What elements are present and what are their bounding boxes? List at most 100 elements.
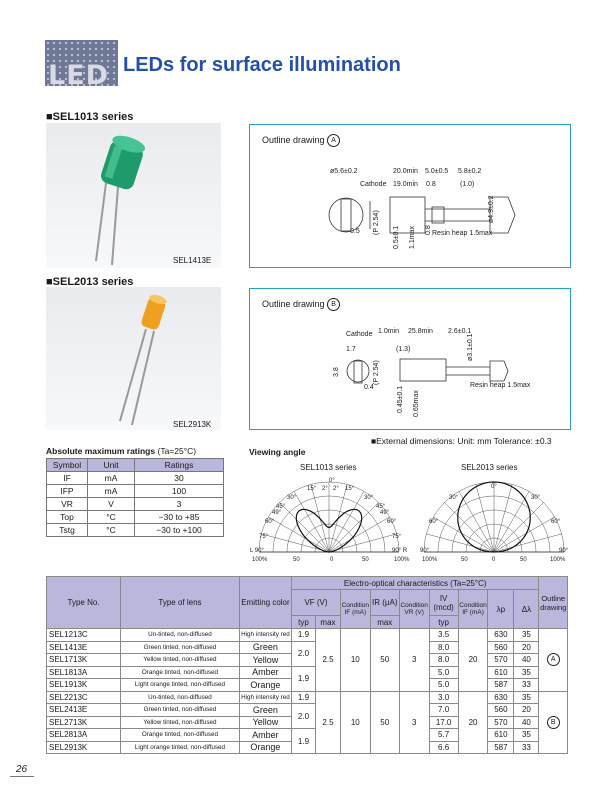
cell-dl: 40 [513,653,540,667]
cell-lens: Green tinted, non-diffused [120,640,240,654]
cell-type: SEL1813A [45,665,122,679]
vr-2: 30° [531,495,541,501]
ratings-title: Absolute maximum ratings [46,446,156,456]
dim-b-10: 0.45±0.1 [397,386,404,413]
vl-12: 60° [387,519,397,525]
polar-left-spoke [279,502,330,553]
cell-lens: Light orange tinted, non-diffused [120,678,240,692]
vl-6: 30° [364,495,374,501]
polar-left-spoke [293,491,330,553]
section-title-sel1013: ■SEL1013 series [46,111,134,123]
drawing-b-svg: Cathode 1.0min 25.8min 2.6±0.1 1.7 (1.3)… [333,328,531,417]
polar-right-spoke [433,516,495,553]
photo-caption-2: SEL2913K [173,420,212,429]
vl-7: 45° [276,504,286,510]
cell-color: Green [238,640,293,654]
cell-color: Yellow [238,715,293,729]
cell-iv: 5.0 [428,678,459,692]
vr-3: 60° [429,519,439,525]
col-iv-typ: typ [428,615,459,629]
cell-vf-max: 2.5 [314,628,341,692]
viewing-angle-plots: 0° 15° 2° 2° 15° 30° 30° 45° 45° 49° 49°… [250,478,569,563]
vr-scale-2: 0 [492,557,496,563]
cell-lp: 587 [487,678,515,692]
cell-dl: 20 [513,640,540,654]
polar-right-spoke [444,502,495,553]
col-condition-if: Condition IF (mA) [339,589,371,629]
cell-lens: Orange tinted, non-diffused [120,728,240,742]
outline-title-b: Outline drawing B [262,298,341,311]
dim-a-12: 1.1max [409,226,416,249]
table-row: SEL2913K Light orange tinted, non-diffus… [45,740,568,754]
cell-vf-max: 2.5 [314,690,341,754]
vr-scale-1: 50 [461,557,468,563]
cell-lens: Un-tinted, non-diffused [120,628,240,642]
product-photo-sel1413e [46,123,221,268]
cell-iv: 5.7 [428,728,459,742]
cell-lp: 587 [487,740,515,754]
ratings-cell: IFP [46,484,88,498]
ratings-cell: 100 [134,484,224,498]
col-delta-lambda: Δλ [513,589,540,629]
polar-right-spoke [493,502,544,553]
cell-outline: A [538,628,568,692]
polar-right-spoke [458,491,495,553]
cell-dl: 33 [513,740,540,754]
cell-cond-if: 10 [339,690,371,754]
dim-a-2: 5.0±0.5 [425,168,448,175]
vr-1: 30° [449,495,459,501]
polar-right-spoke [493,484,513,553]
section-title-sel2013: ■SEL2013 series [46,276,134,288]
drawing-a-svg: ø5.6±0.2 20.0min 5.0±0.5 5.8±0.2 Cathode… [328,168,516,249]
cell-lp: 560 [487,703,515,717]
polar-left-curve [295,508,363,553]
viewing-right-title: SEL2013 series [461,463,518,472]
cell-iv: 8.0 [428,640,459,654]
vl-9: 49° [272,510,282,516]
polar-left [258,481,400,553]
cell-outline: B [538,690,568,754]
table-row: Top°C−30 to +85 [46,510,224,524]
cell-ir-max: 50 [369,690,400,754]
table-row: SEL1213C Un-tinted, non-diffused High in… [45,628,568,692]
vr-scale-0: 100% [422,557,438,563]
page-number-rule [10,776,34,777]
cell-type: SEL1913K [45,678,122,692]
ratings-cell: −30 to +85 [134,510,224,524]
cell-lp: 560 [487,640,515,654]
col-iv: IV (mcd) [428,589,459,616]
col-vf: VF (V) [291,589,341,616]
vl-3: 2° [333,486,339,492]
cell-vf: 1.9 [291,628,316,642]
cell-type: SEL2913K [45,740,122,754]
cell-cond-if2: 20 [457,628,489,692]
cell-iv: 6.6 [428,740,459,754]
cell-type: SEL2713K [45,715,122,729]
cell-color: Amber [238,728,293,742]
ratings-col-unit: Unit [87,458,135,472]
main-characteristics-table: Type No. Type of lens Emitting color Ele… [45,576,568,754]
polar-right-spoke [493,533,562,553]
polar-right [423,481,565,553]
ratings-col-ratings: Ratings [134,458,224,472]
cell-type: SEL1713K [45,653,122,667]
dim-a-6: 0.8 [426,181,436,188]
cell-type: SEL1213C [45,628,122,642]
outline-mark-a-table: A [546,653,560,667]
vl-16: 90° R [392,548,408,554]
cell-lens: Green tinted, non-diffused [120,703,240,717]
ratings-cell: 3 [134,497,224,511]
ratings-heading: Absolute maximum ratings (Ta=25°C) [46,446,196,456]
cell-cond-if: 10 [339,628,371,692]
cell-lens: Yellow tinted, non-diffused [120,653,240,667]
polar-left-spoke [328,502,379,553]
dim-b-6: ø3.1±0.1 [467,333,474,361]
outline-title-b-text: Outline drawing [262,298,325,309]
ratings-cell: °C [87,523,135,537]
vl-14: 75° [392,534,402,540]
viewing-left-title: SEL1013 series [300,463,357,472]
ratings-cell: −30 to +100 [134,523,224,537]
